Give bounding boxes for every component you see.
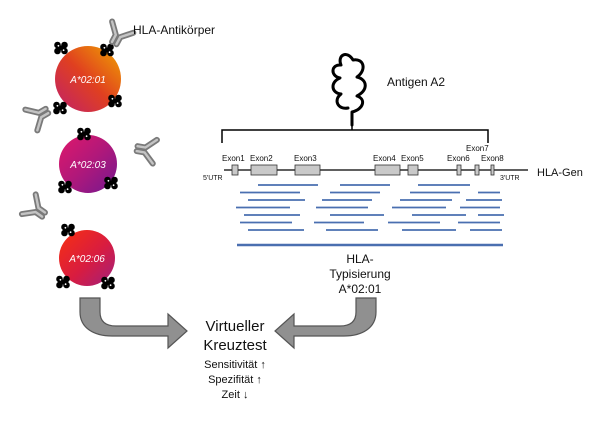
antigen-cluster-icon [101, 276, 115, 290]
arrow-down-icon: ↓ [242, 389, 249, 401]
bead-sphere [55, 46, 121, 112]
exon-box [474, 164, 480, 176]
crossmatch-title: Virtueller Kreuztest [190, 317, 280, 355]
arrow-up-icon: ↑ [260, 359, 266, 371]
antigen-cluster-icon [53, 101, 67, 115]
exon-box [456, 164, 462, 176]
antigen-cluster-icon [54, 41, 68, 55]
crossmatch-line2: Kreuztest [203, 337, 267, 354]
hla-gene-diagram: Exon1 Exon2 Exon3 Exon4 Exon5 Exon6 Exon… [203, 144, 528, 182]
exon-label: Exon7 [466, 144, 489, 153]
exon-box [231, 164, 239, 176]
exon-label: Exon6 [447, 154, 470, 163]
bead-a0203: A*02:03 [58, 127, 157, 194]
bead-sphere [59, 135, 117, 193]
typing-line2: Typisierung [329, 267, 391, 281]
sequencing-reads [236, 184, 504, 231]
gene-label: HLA-Gen [537, 167, 583, 179]
antibody-icon [25, 101, 53, 131]
exon-box [250, 164, 278, 176]
bead-label: A*02:03 [69, 160, 106, 171]
metric-sensitivity: Sensitivität ↑ [204, 359, 266, 371]
metrics-list: Sensitivität ↑ Spezifität ↑ Zeit ↓ [170, 358, 300, 403]
typing-line1: HLA- [346, 252, 374, 266]
antibody-icon [104, 22, 134, 49]
exon-label: Exon5 [401, 154, 424, 163]
crossmatch-line1: Virtueller [205, 318, 265, 335]
typing-label: HLA- Typisierung A*02:01 [312, 252, 408, 297]
antigen-cluster-icon [56, 275, 70, 289]
antigen-cluster-icon [61, 223, 75, 237]
exon-label: Exon3 [294, 154, 317, 163]
bead-label: A*02:01 [69, 75, 106, 86]
gene-bracket [221, 124, 489, 143]
exon-box [407, 164, 419, 176]
right-arrow [274, 297, 377, 350]
exon-box [294, 164, 321, 176]
metric-time: Zeit ↓ [221, 389, 249, 401]
bead-sphere [59, 230, 115, 286]
utr3-label: 3'UTR [500, 175, 520, 182]
metric-specificity: Spezifität ↑ [208, 374, 262, 386]
exon-label: Exon4 [373, 154, 396, 163]
arrow-up-icon: ↑ [256, 374, 262, 386]
typing-line3: A*02:01 [338, 282, 382, 296]
antigen-label: Antigen A2 [387, 75, 446, 89]
utr5-label: 5'UTR [203, 175, 223, 182]
bead-label: A*02:06 [68, 254, 105, 265]
antibody-icon [135, 137, 157, 164]
antigen-cluster-icon [58, 180, 72, 194]
exon-label: Exon8 [481, 154, 504, 163]
antibody-label: HLA-Antikörper [133, 23, 216, 37]
exon-box [490, 164, 495, 176]
bead-a0201: A*02:01 [25, 22, 133, 131]
exon-label: Exon1 [222, 154, 245, 163]
left-arrow [79, 297, 188, 350]
bead-a0206: A*02:06 [22, 194, 115, 290]
antigen-a2-icon [331, 53, 367, 127]
exon-label: Exon2 [250, 154, 273, 163]
exon-box [374, 164, 401, 176]
antibody-icon [22, 194, 51, 224]
